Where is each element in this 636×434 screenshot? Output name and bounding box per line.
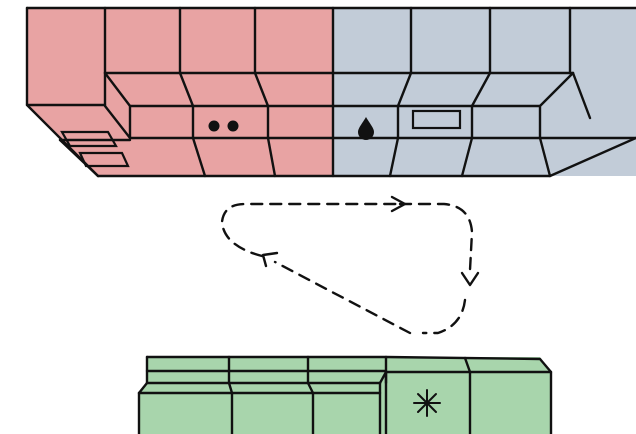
- arrow-down-icon: [460, 271, 480, 287]
- cooktop-icon: [208, 120, 239, 132]
- storage-cabinet-lines: [137, 355, 553, 434]
- oven-icon: [60, 130, 130, 168]
- arrow-up-left-icon: [261, 251, 279, 268]
- sink-icon: [411, 109, 462, 130]
- storage-zone: [137, 355, 553, 434]
- water-drop-icon: [358, 117, 374, 140]
- upper-cabinet-lines: [25, 6, 636, 178]
- workflow-path: [220, 202, 474, 335]
- cooking-zone: [27, 8, 333, 176]
- cooking-zone-fill: [27, 8, 333, 176]
- snowflake-icon: [413, 389, 441, 417]
- storage-zone-fill: [139, 357, 551, 434]
- cleaning-zone-fill: [333, 8, 636, 176]
- arrow-right-icon: [390, 195, 407, 213]
- upper-counter-block: [25, 6, 636, 178]
- cleaning-zone: [333, 8, 636, 176]
- workflow-triangle: [220, 195, 480, 335]
